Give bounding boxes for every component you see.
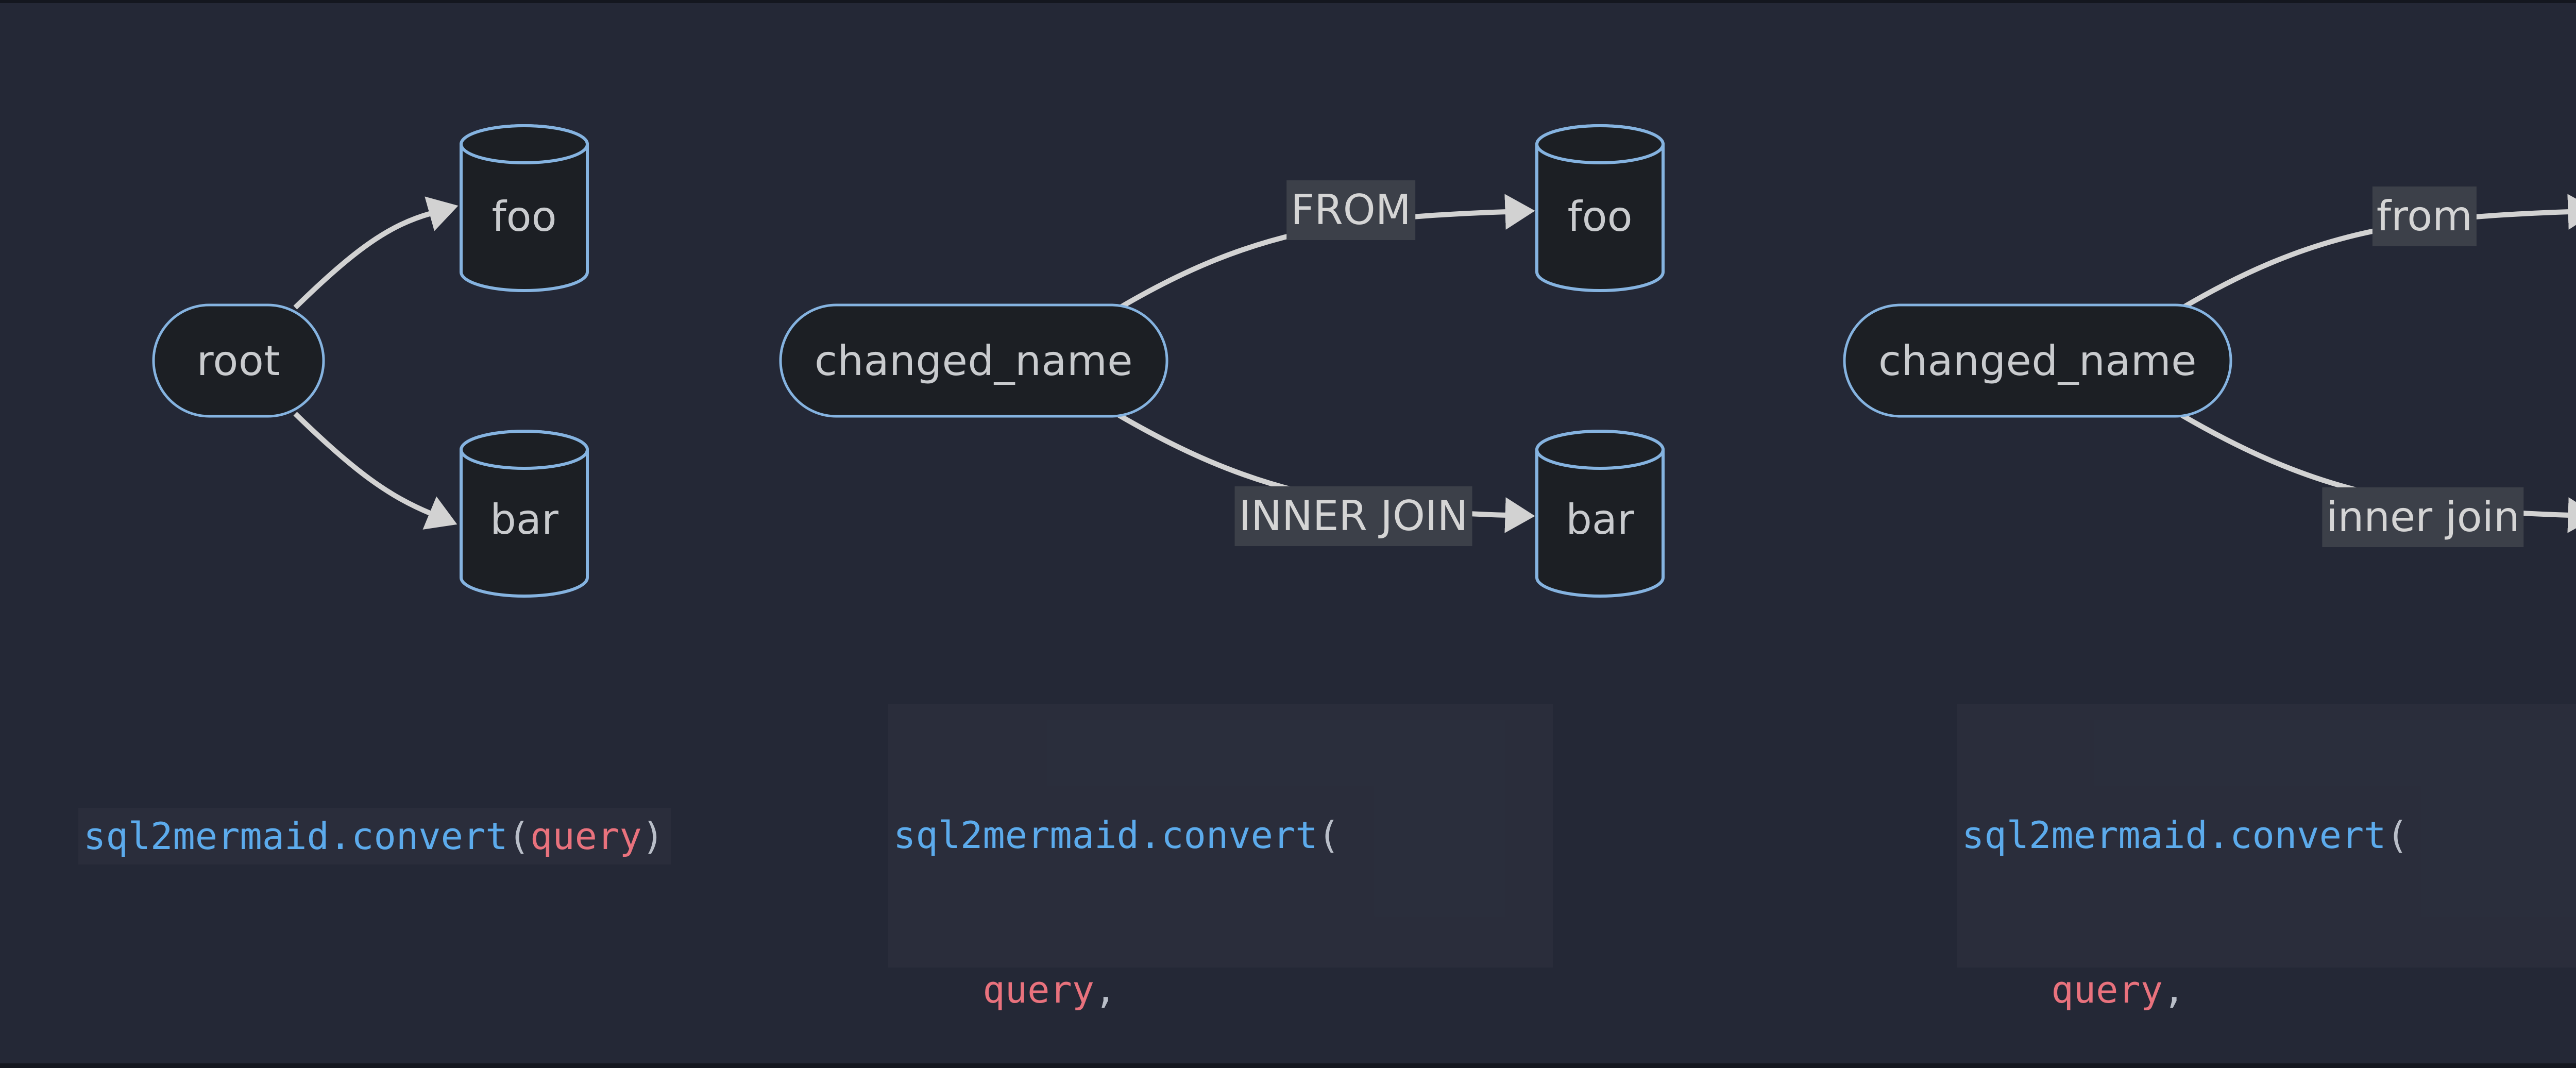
root-node-label-left: root xyxy=(196,336,281,385)
code-line: query, xyxy=(1962,964,2576,1015)
code-token: sql2mermaid.convert xyxy=(893,813,1318,857)
database-cylinder-left-foo xyxy=(460,124,589,292)
code-token: , xyxy=(2163,968,2185,1011)
code-token: , xyxy=(1094,968,1117,1011)
code-token: sql2mermaid.convert xyxy=(1962,813,2386,857)
code-line: sql2mermaid.convert(query) xyxy=(83,810,664,862)
code-token: ( xyxy=(507,815,530,858)
code-token: sql2mermaid.convert xyxy=(83,815,508,858)
table-label-mid-bar: bar xyxy=(1566,495,1634,544)
code-line: sql2mermaid.convert( xyxy=(1962,809,2576,861)
edge-label-right-bottom: inner join xyxy=(2322,487,2524,547)
table-label-mid-foo: foo xyxy=(1567,192,1633,241)
database-cylinder-mid-foo xyxy=(1535,124,1665,292)
code-token: ( xyxy=(1317,813,1340,857)
edge-label-right-top: from xyxy=(2372,187,2477,246)
root-node-label-mid: changed_name xyxy=(814,336,1133,385)
code-block-lower: sql2mermaid.convert( query, root_name="c… xyxy=(1957,704,2576,1011)
code-block-default: sql2mermaid.convert(query) xyxy=(78,808,671,864)
table-label-left-foo: foo xyxy=(492,192,557,241)
code-token: query xyxy=(893,968,1095,1011)
bottom-border xyxy=(0,1063,2576,1068)
edge-left-root-bar xyxy=(293,412,457,530)
top-border xyxy=(0,0,2576,3)
code-token: ( xyxy=(2386,813,2409,857)
code-block-upper: sql2mermaid.convert( query, root_name="c… xyxy=(888,704,1553,1011)
root-node-label-right: changed_name xyxy=(1878,336,2197,385)
code-token: ) xyxy=(641,815,665,858)
edge-label-mid-top: FROM xyxy=(1286,180,1415,240)
root-node-shape-mid xyxy=(779,303,1168,418)
edge-left-root-foo xyxy=(293,196,459,310)
edge-label-mid-bottom: INNER JOIN xyxy=(1234,486,1472,546)
code-line: sql2mermaid.convert( xyxy=(893,809,1548,861)
root-node-shape-right xyxy=(1843,303,2232,418)
table-label-left-bar: bar xyxy=(490,495,558,544)
root-node-shape-left xyxy=(152,303,325,418)
database-cylinder-left-bar xyxy=(460,430,589,598)
code-token: query xyxy=(1962,968,2163,1011)
code-token: query xyxy=(530,815,642,858)
edge-right-root-foo xyxy=(2180,194,2576,311)
code-line: query, xyxy=(893,964,1548,1015)
database-cylinder-mid-bar xyxy=(1535,430,1665,598)
